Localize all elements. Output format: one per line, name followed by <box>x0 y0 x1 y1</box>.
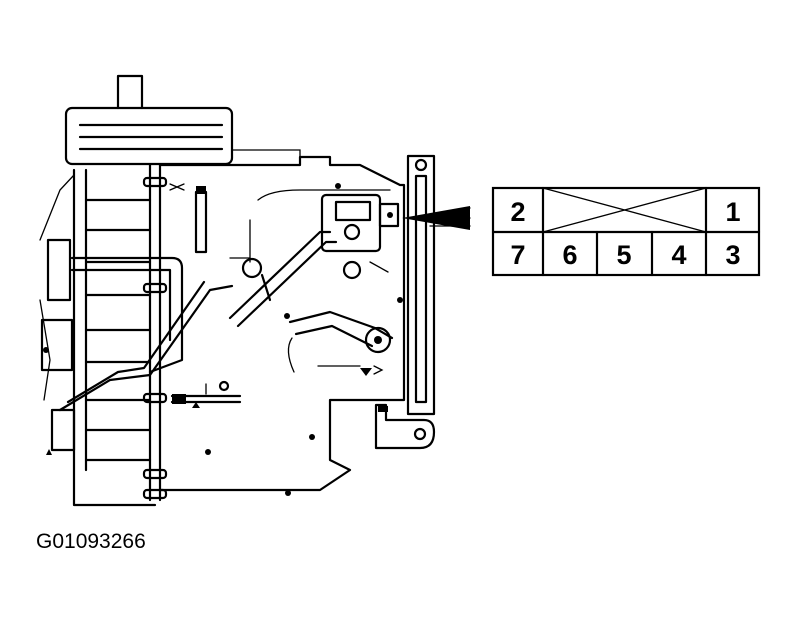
main-housing <box>158 155 406 496</box>
blend-lever <box>170 380 242 408</box>
pin-label-4: 4 <box>671 240 686 270</box>
connector-face: 2 1 7 6 5 4 3 <box>491 186 761 277</box>
pin-label-2: 2 <box>510 197 525 227</box>
actuator-motor <box>320 183 400 280</box>
pin-label-3: 3 <box>725 240 740 270</box>
connector-pointer <box>402 206 471 230</box>
pin-label-7: 7 <box>510 240 525 270</box>
top-housing <box>64 74 301 166</box>
pin-label-1: 1 <box>725 197 740 227</box>
linkage-arm <box>241 257 394 375</box>
central-shaft <box>142 163 168 502</box>
left-blower-stack <box>39 168 157 507</box>
pipes <box>58 230 338 412</box>
pin-label-5: 5 <box>616 240 631 270</box>
pin-label-6: 6 <box>562 240 577 270</box>
figure-code: G01093266 <box>36 530 146 553</box>
unused-cavity-cross <box>542 187 707 233</box>
temperature-sensor <box>169 183 208 254</box>
side-rail <box>374 154 436 450</box>
